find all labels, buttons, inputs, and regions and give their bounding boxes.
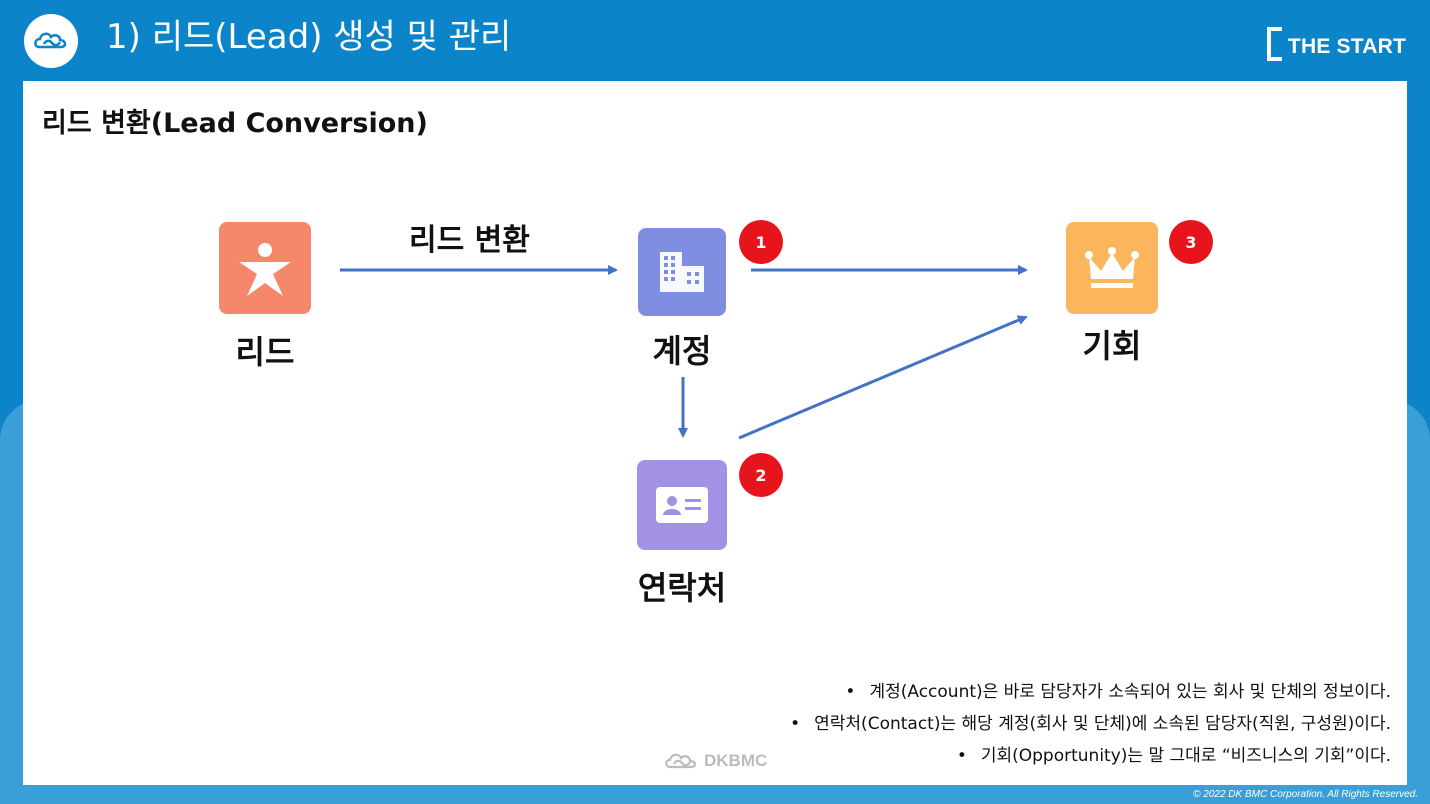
opportunity-node-icon — [1066, 222, 1158, 314]
cloud-link-icon — [24, 14, 78, 68]
section-title: 리드 변환(Lead Conversion) — [42, 108, 428, 139]
note-item: •계정(Account)은 바로 담당자가 소속되어 있는 회사 및 단체의 정… — [845, 682, 1391, 702]
contact-node-icon — [637, 460, 727, 550]
account-step-badge: 1 — [739, 220, 783, 264]
page-title: 1) 리드(Lead) 생성 및 관리 — [106, 17, 512, 57]
copyright: © 2022 DK BMC Corporation. All Rights Re… — [1193, 789, 1418, 800]
lead-node-label: 리드 — [235, 333, 295, 371]
watermark-text: DKBMC — [704, 751, 768, 770]
content-panel: 리드 변환(Lead Conversion) 리드 변환 리드 — [23, 81, 1407, 785]
notes-list: •계정(Account)은 바로 담당자가 소속되어 있는 회사 및 단체의 정… — [790, 676, 1391, 772]
account-node-icon — [638, 228, 726, 316]
contact-step-badge: 2 — [739, 453, 783, 497]
watermark-cloud-icon — [665, 753, 697, 769]
brand-mark-icon — [1266, 27, 1282, 61]
person-icon — [239, 243, 291, 296]
watermark: DKBMC — [664, 751, 767, 771]
brand-text: THE START — [1287, 35, 1406, 58]
crown-icon — [1085, 247, 1139, 288]
contact-card-icon — [656, 487, 708, 523]
lead-node-icon — [219, 222, 311, 314]
contact-node-label: 연락처 — [637, 569, 727, 607]
arrow-label-lead-conversion: 리드 변환 — [409, 223, 530, 258]
account-node-label: 계정 — [652, 332, 712, 370]
header: 1) 리드(Lead) 생성 및 관리 THE START — [0, 0, 1430, 80]
opportunity-step-badge: 3 — [1169, 220, 1213, 264]
building-icon — [660, 252, 704, 292]
opportunity-node-label: 기회 — [1082, 327, 1142, 365]
brand-logo: THE START — [1266, 26, 1406, 62]
note-item: •기회(Opportunity)는 말 그대로 “비즈니스의 기회”이다. — [956, 746, 1391, 766]
arrow-contact-to-opportunity — [738, 315, 1028, 440]
note-item: •연락처(Contact)는 해당 계정(회사 및 단체)에 소속된 담당자(직… — [790, 714, 1391, 734]
